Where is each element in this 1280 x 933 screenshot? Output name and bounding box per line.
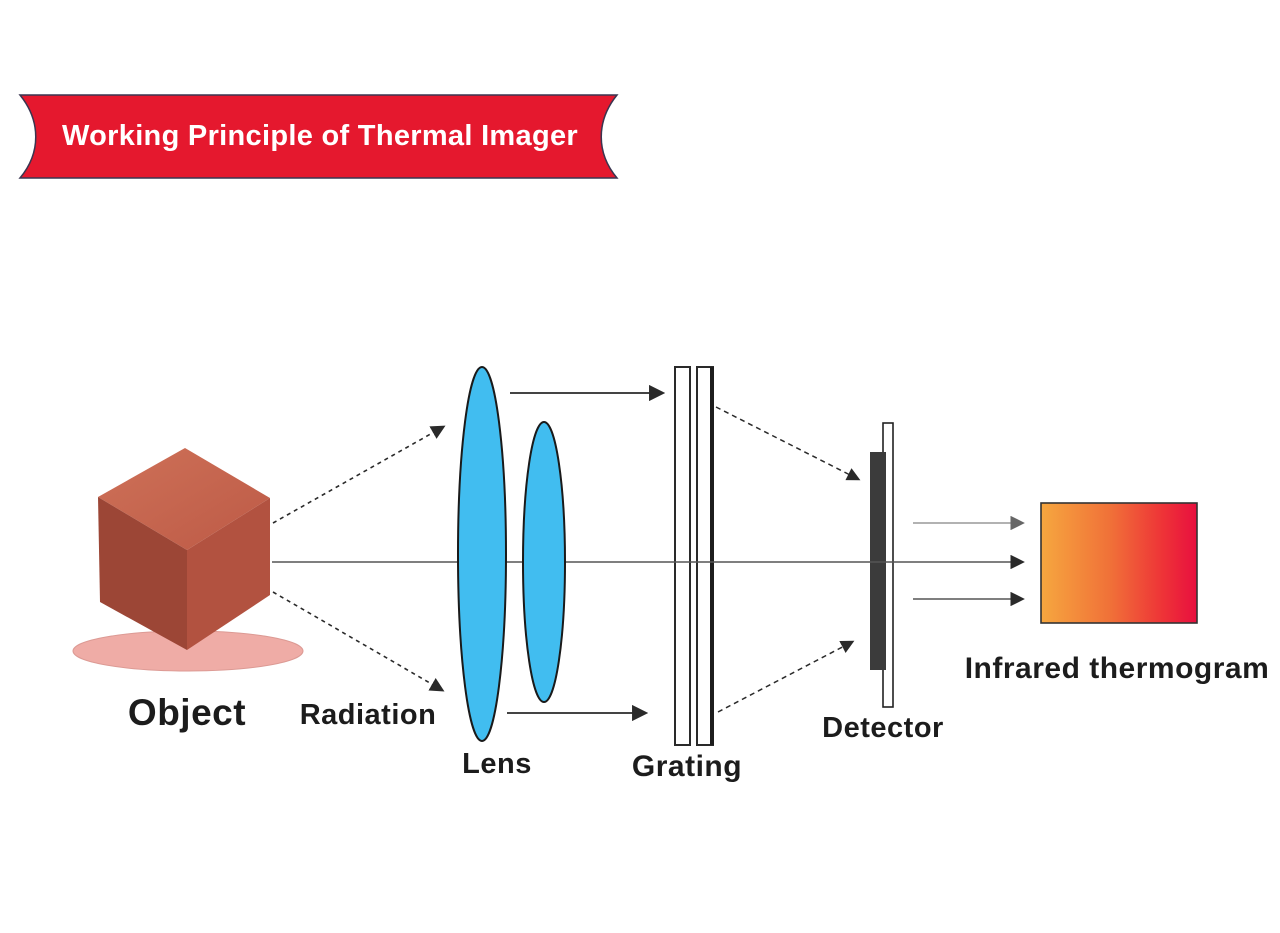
detector: [870, 422, 894, 708]
label-grating: Grating: [631, 750, 743, 783]
title-ribbon: [18, 94, 619, 179]
label-object: Object: [127, 692, 247, 733]
lens-small: [522, 421, 566, 703]
lens-group: [457, 366, 566, 742]
ray-grating-to-detector-bottom: [717, 640, 855, 713]
cube-left-face: [98, 497, 187, 650]
cube-right-face: [187, 498, 270, 650]
cube-top-face: [98, 448, 270, 550]
detector-sensor: [870, 452, 886, 670]
object-cube: [98, 448, 270, 650]
label-detector: Detector: [822, 712, 944, 744]
grating-plate-left: [674, 366, 691, 746]
label-thermogram: Infrared thermogram: [964, 652, 1270, 685]
label-radiation: Radiation: [299, 699, 437, 731]
ray-grating-to-detector-top: [715, 406, 861, 481]
lens-large: [457, 366, 507, 742]
thermogram-image: [1040, 502, 1198, 624]
banner-title: Working Principle of Thermal Imager: [62, 120, 578, 152]
radiation-ray-top: [272, 425, 446, 524]
grating: [674, 366, 714, 746]
label-lens: Lens: [462, 748, 532, 780]
radiation-ray-bottom: [272, 591, 445, 692]
